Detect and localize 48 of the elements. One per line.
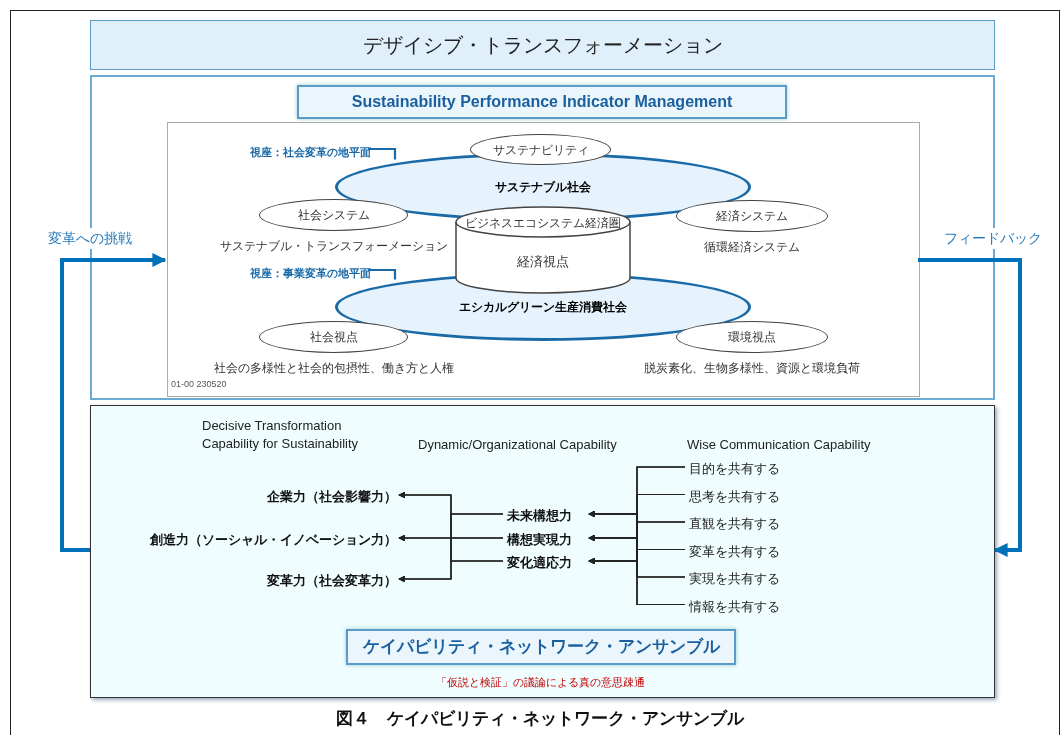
text-label: 変化適応力 (507, 553, 587, 571)
text-label: 情報を共有する (689, 596, 809, 615)
cylinder-node (455, 206, 631, 294)
node-text: サステナビリティ (492, 141, 589, 159)
node-text: エシカルグリーン生産消費社会 (459, 299, 627, 316)
arrow (398, 560, 504, 583)
leader-line (368, 268, 397, 280)
caption-text: 循環経済システム (703, 239, 801, 256)
node-text: 経済視点 (516, 253, 570, 271)
column-heading: Dynamic/Organizational Capability (418, 436, 618, 454)
text-label: 直観を共有する (689, 514, 809, 532)
text-label: 視座：事業変革の地平面 (217, 265, 371, 281)
caption-text: 社会の多様性と社会的包摂性、働き方と人権 (212, 360, 455, 377)
text-label: 実現を共有する (689, 569, 809, 587)
arrow (588, 557, 686, 606)
caption-text: 脱炭素化、生物多様性、資源と環境負荷 (643, 360, 861, 377)
title-banner (90, 20, 995, 70)
text-label: 構想実現力 (507, 530, 587, 548)
panel (90, 405, 995, 698)
text-label: 創造力（ソーシャル・イノベーション力） (101, 530, 397, 548)
figure-caption: 図４ ケイパビリティ・ネットワーク・アンサンブル (335, 708, 746, 730)
arrow (60, 253, 167, 552)
node-text: 社会視点 (309, 329, 358, 346)
text-label: 未来構想力 (507, 506, 587, 524)
heading-box (346, 629, 736, 665)
heading-box (297, 85, 787, 119)
text-label: 変革力（社会変革力） (221, 571, 397, 589)
node-text: ビジネスエコシステム経済圏 (464, 215, 622, 232)
text-label: 思考を共有する (689, 486, 809, 505)
column-heading: Decisive Transformation Capability for Sustainability (202, 417, 360, 453)
node-text: サステナブル社会 (495, 179, 591, 196)
text-label: 目的を共有する (689, 459, 809, 477)
figure-code: 01-00 230520 (171, 378, 228, 391)
node-text: 環境視点 (728, 329, 776, 346)
text-label: 変革を共有する (689, 541, 809, 560)
leader-line (368, 147, 397, 160)
caption-text: サステナブル・トランスフォーメーション (218, 238, 449, 255)
node-text: Sustainability Performance Indicator Management (351, 92, 733, 112)
text-label: 企業力（社会影響力） (221, 487, 397, 505)
node-text: ケイパビリティ・ネットワーク・アンサンブル (362, 636, 720, 659)
arrow (918, 258, 1022, 557)
node-text: デザイシブ・トランスフォーメーション (362, 33, 723, 58)
node-text: 経済システム (716, 208, 788, 225)
text-label: 視座：社会変革の地平面 (217, 144, 371, 160)
node-text: 社会システム (297, 207, 370, 224)
note-text: 「仮説と検証」の議論による真の意思疎通 (434, 675, 646, 690)
panel (167, 122, 920, 397)
column-heading: Wise Communication Capability (687, 436, 872, 454)
